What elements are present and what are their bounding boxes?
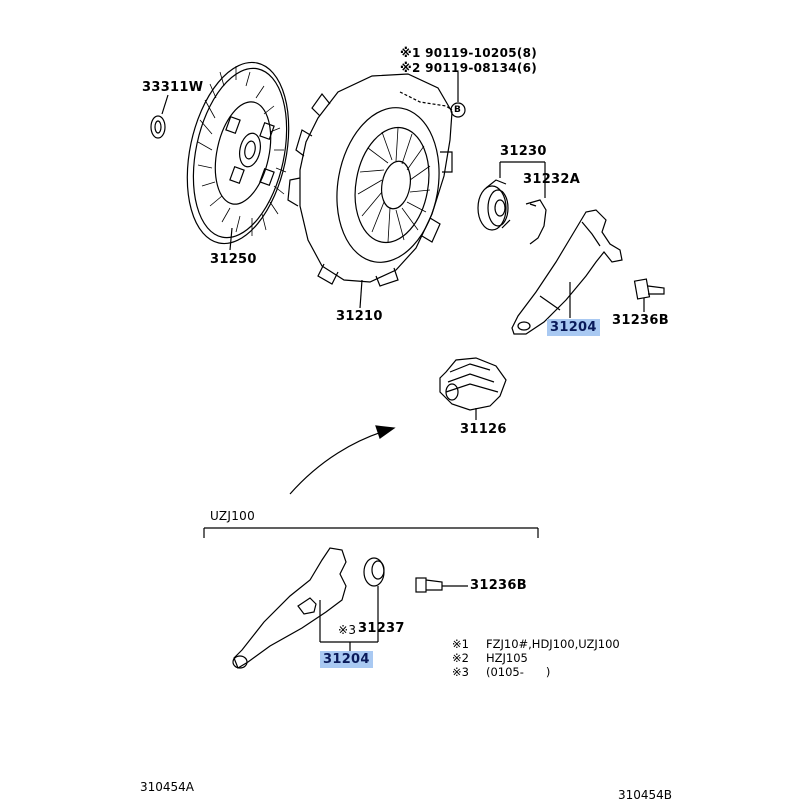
part-label-33311w[interactable]: 33311W — [142, 80, 204, 95]
release-fork-bottom-drawing — [232, 547, 378, 669]
bolt-line-1: ※1 90119-10205(8) — [400, 46, 538, 60]
part-label-31210[interactable]: 31210 — [336, 309, 383, 324]
note-2-mark: ※2 — [452, 651, 469, 665]
ref-circle-label: B — [454, 105, 461, 115]
part-label-31232a[interactable]: 31232A — [523, 172, 581, 187]
note-1-text: FZJ10#,HDJ100,UZJ100 — [486, 637, 620, 651]
mark-3-label: ※3 — [338, 623, 357, 637]
part-label-31204-bottom-text[interactable]: 31204 — [320, 651, 373, 668]
clutch-cover-drawing — [287, 73, 453, 309]
bolt-leader — [450, 72, 466, 118]
part-label-31126[interactable]: 31126 — [460, 422, 507, 437]
uzj100-bracket — [203, 527, 539, 538]
part-label-31237[interactable]: 31237 — [358, 621, 405, 636]
diagram-id-left: 310454A — [140, 780, 195, 794]
diagram-id-right: 310454B — [618, 788, 673, 802]
note-1-mark: ※1 — [452, 637, 469, 651]
bolt-31236b-bottom-drawing — [415, 577, 468, 593]
release-fork-top-drawing — [511, 209, 623, 335]
clip-drawing — [525, 199, 547, 245]
part-label-31204-top-text[interactable]: 31204 — [547, 319, 600, 336]
nut-33311w-drawing — [150, 94, 169, 139]
section-label-uzj100: UZJ100 — [210, 509, 256, 523]
release-bearing-drawing — [477, 161, 546, 231]
part-label-31236b-top[interactable]: 31236B — [612, 313, 669, 328]
part-label-31230[interactable]: 31230 — [500, 144, 547, 159]
direction-arrow — [289, 425, 396, 495]
part-label-31204-bottom[interactable]: 31204 — [320, 651, 373, 668]
note-3-text: (0105- ) — [486, 665, 551, 679]
bolt-31236b-top-drawing — [633, 278, 665, 312]
bolt-line-2: ※2 90119-08134(6) — [400, 61, 538, 75]
pivot-31237-drawing — [363, 557, 385, 642]
clutch-disc-drawing — [186, 61, 290, 251]
part-label-31236b-bottom[interactable]: 31236B — [470, 578, 527, 593]
note-2-text: HZJ105 — [486, 651, 528, 665]
boot-drawing — [439, 357, 507, 420]
part-label-31250[interactable]: 31250 — [210, 252, 257, 267]
part-label-31204-top[interactable]: 31204 — [547, 319, 600, 336]
note-3-mark: ※3 — [452, 665, 469, 679]
